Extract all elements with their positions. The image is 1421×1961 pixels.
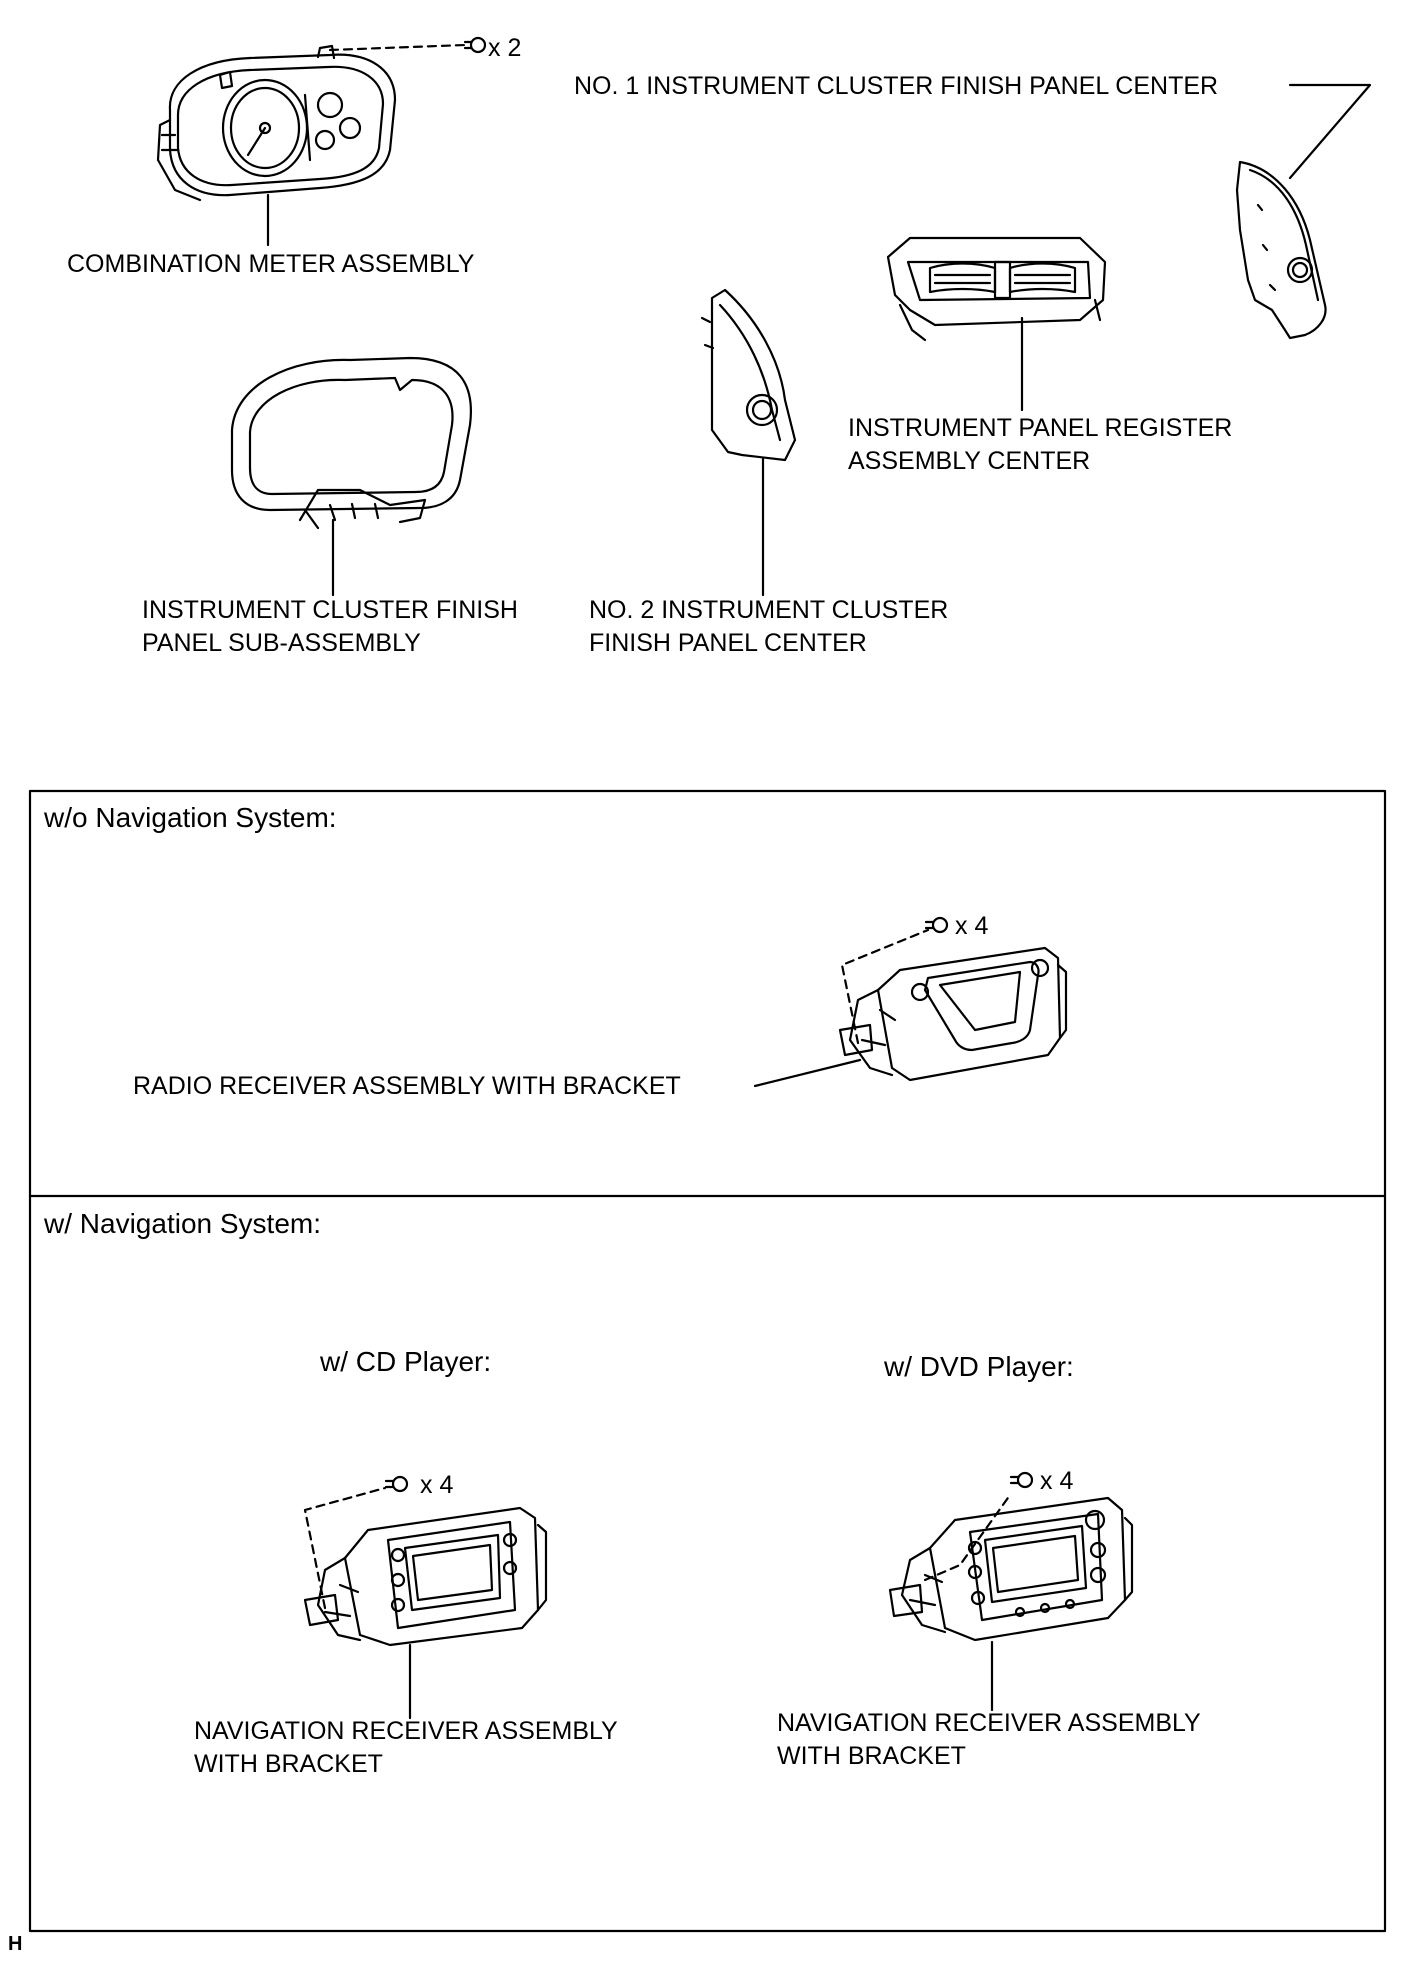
finish-panel-center-no1-leader — [1288, 83, 1372, 180]
register-center-label: INSTRUMENT PANEL REGISTER ASSEMBLY CENTE… — [848, 414, 1233, 475]
meter-screw-quantity: x 2 — [488, 34, 522, 62]
finish-panel-center-no2-label: NO. 2 INSTRUMENT CLUSTER FINISH PANEL CE… — [589, 596, 949, 657]
meter-screw-icon — [463, 36, 487, 54]
panel-heading-with-nav: w/ Navigation System: — [44, 1208, 321, 1239]
finish-panel-center-no1-label: NO. 1 INSTRUMENT CLUSTER FINISH PANEL CE… — [574, 72, 1219, 100]
nav-cd-screw-icon — [384, 1475, 409, 1493]
finish-panel-sub-drawing — [230, 356, 472, 530]
radio-screw-leader — [840, 928, 930, 1045]
radio-screw-quantity: x 4 — [955, 912, 989, 940]
nav-receiver-cd-drawing — [303, 1506, 548, 1647]
dvd-player-heading: w/ DVD Player: — [884, 1351, 1074, 1382]
radio-receiver-label: RADIO RECEIVER ASSEMBLY WITH BRACKET — [133, 1072, 681, 1100]
figure-code: H — [8, 1933, 23, 1955]
radio-receiver-leader — [753, 1058, 862, 1088]
combination-meter-label: COMBINATION METER ASSEMBLY — [67, 250, 475, 278]
finish-panel-sub-label: INSTRUMENT CLUSTER FINISH PANEL SUB-ASSE… — [142, 596, 518, 657]
panel-frame — [28, 789, 1387, 1933]
radio-screw-icon — [924, 916, 949, 934]
finish-panel-center-no1-drawing — [1235, 160, 1327, 340]
nav-receiver-dvd-label: NAVIGATION RECEIVER ASSEMBLY WITH BRACKE… — [777, 1709, 1201, 1770]
nav-cd-screw-quantity: x 4 — [420, 1471, 454, 1499]
nav-dvd-screw-quantity: x 4 — [1040, 1467, 1074, 1495]
radio-receiver-drawing — [838, 946, 1068, 1082]
finish-panel-center-no2-drawing — [700, 288, 797, 462]
panel-heading-without-nav: w/o Navigation System: — [44, 802, 337, 833]
nav-dvd-screw-icon — [1009, 1471, 1034, 1489]
cd-player-heading: w/ CD Player: — [320, 1346, 492, 1377]
nav-cd-screw-leader — [303, 1486, 387, 1610]
register-center-drawing — [886, 236, 1107, 342]
meter-screw-leader — [328, 43, 467, 52]
combination-meter-drawing — [156, 44, 397, 202]
nav-receiver-dvd-drawing — [888, 1496, 1134, 1642]
nav-receiver-cd-label: NAVIGATION RECEIVER ASSEMBLY WITH BRACKE… — [194, 1717, 618, 1778]
